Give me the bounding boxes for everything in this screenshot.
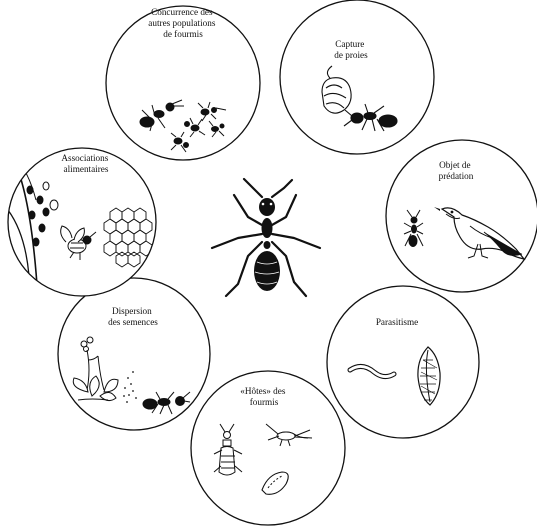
bubble-seeds: Dispersion des semences	[58, 278, 210, 430]
bubble-parasitism: Parasitisme	[327, 286, 479, 438]
bubble-prey: Capture de proies	[280, 0, 434, 154]
bubble-seeds-label: Dispersion des semences	[108, 306, 158, 327]
bubble-parasitism-label: Parasitisme	[376, 317, 418, 327]
bubble-prey-label: Capture de proies	[334, 39, 368, 60]
ant-icon	[212, 179, 320, 296]
bubble-food-label: Associations alimentaires	[61, 153, 110, 174]
bubble-predation: Objet de prédation	[386, 140, 537, 292]
bubble-predation-label: Objet de prédation	[439, 160, 474, 181]
bubble-hosts: «Hôtes» des fourmis	[191, 371, 345, 525]
bubble-competition: Concurrence des autres populations de fo…	[106, 6, 260, 160]
bubble-food: Associations alimentaires	[8, 148, 156, 300]
